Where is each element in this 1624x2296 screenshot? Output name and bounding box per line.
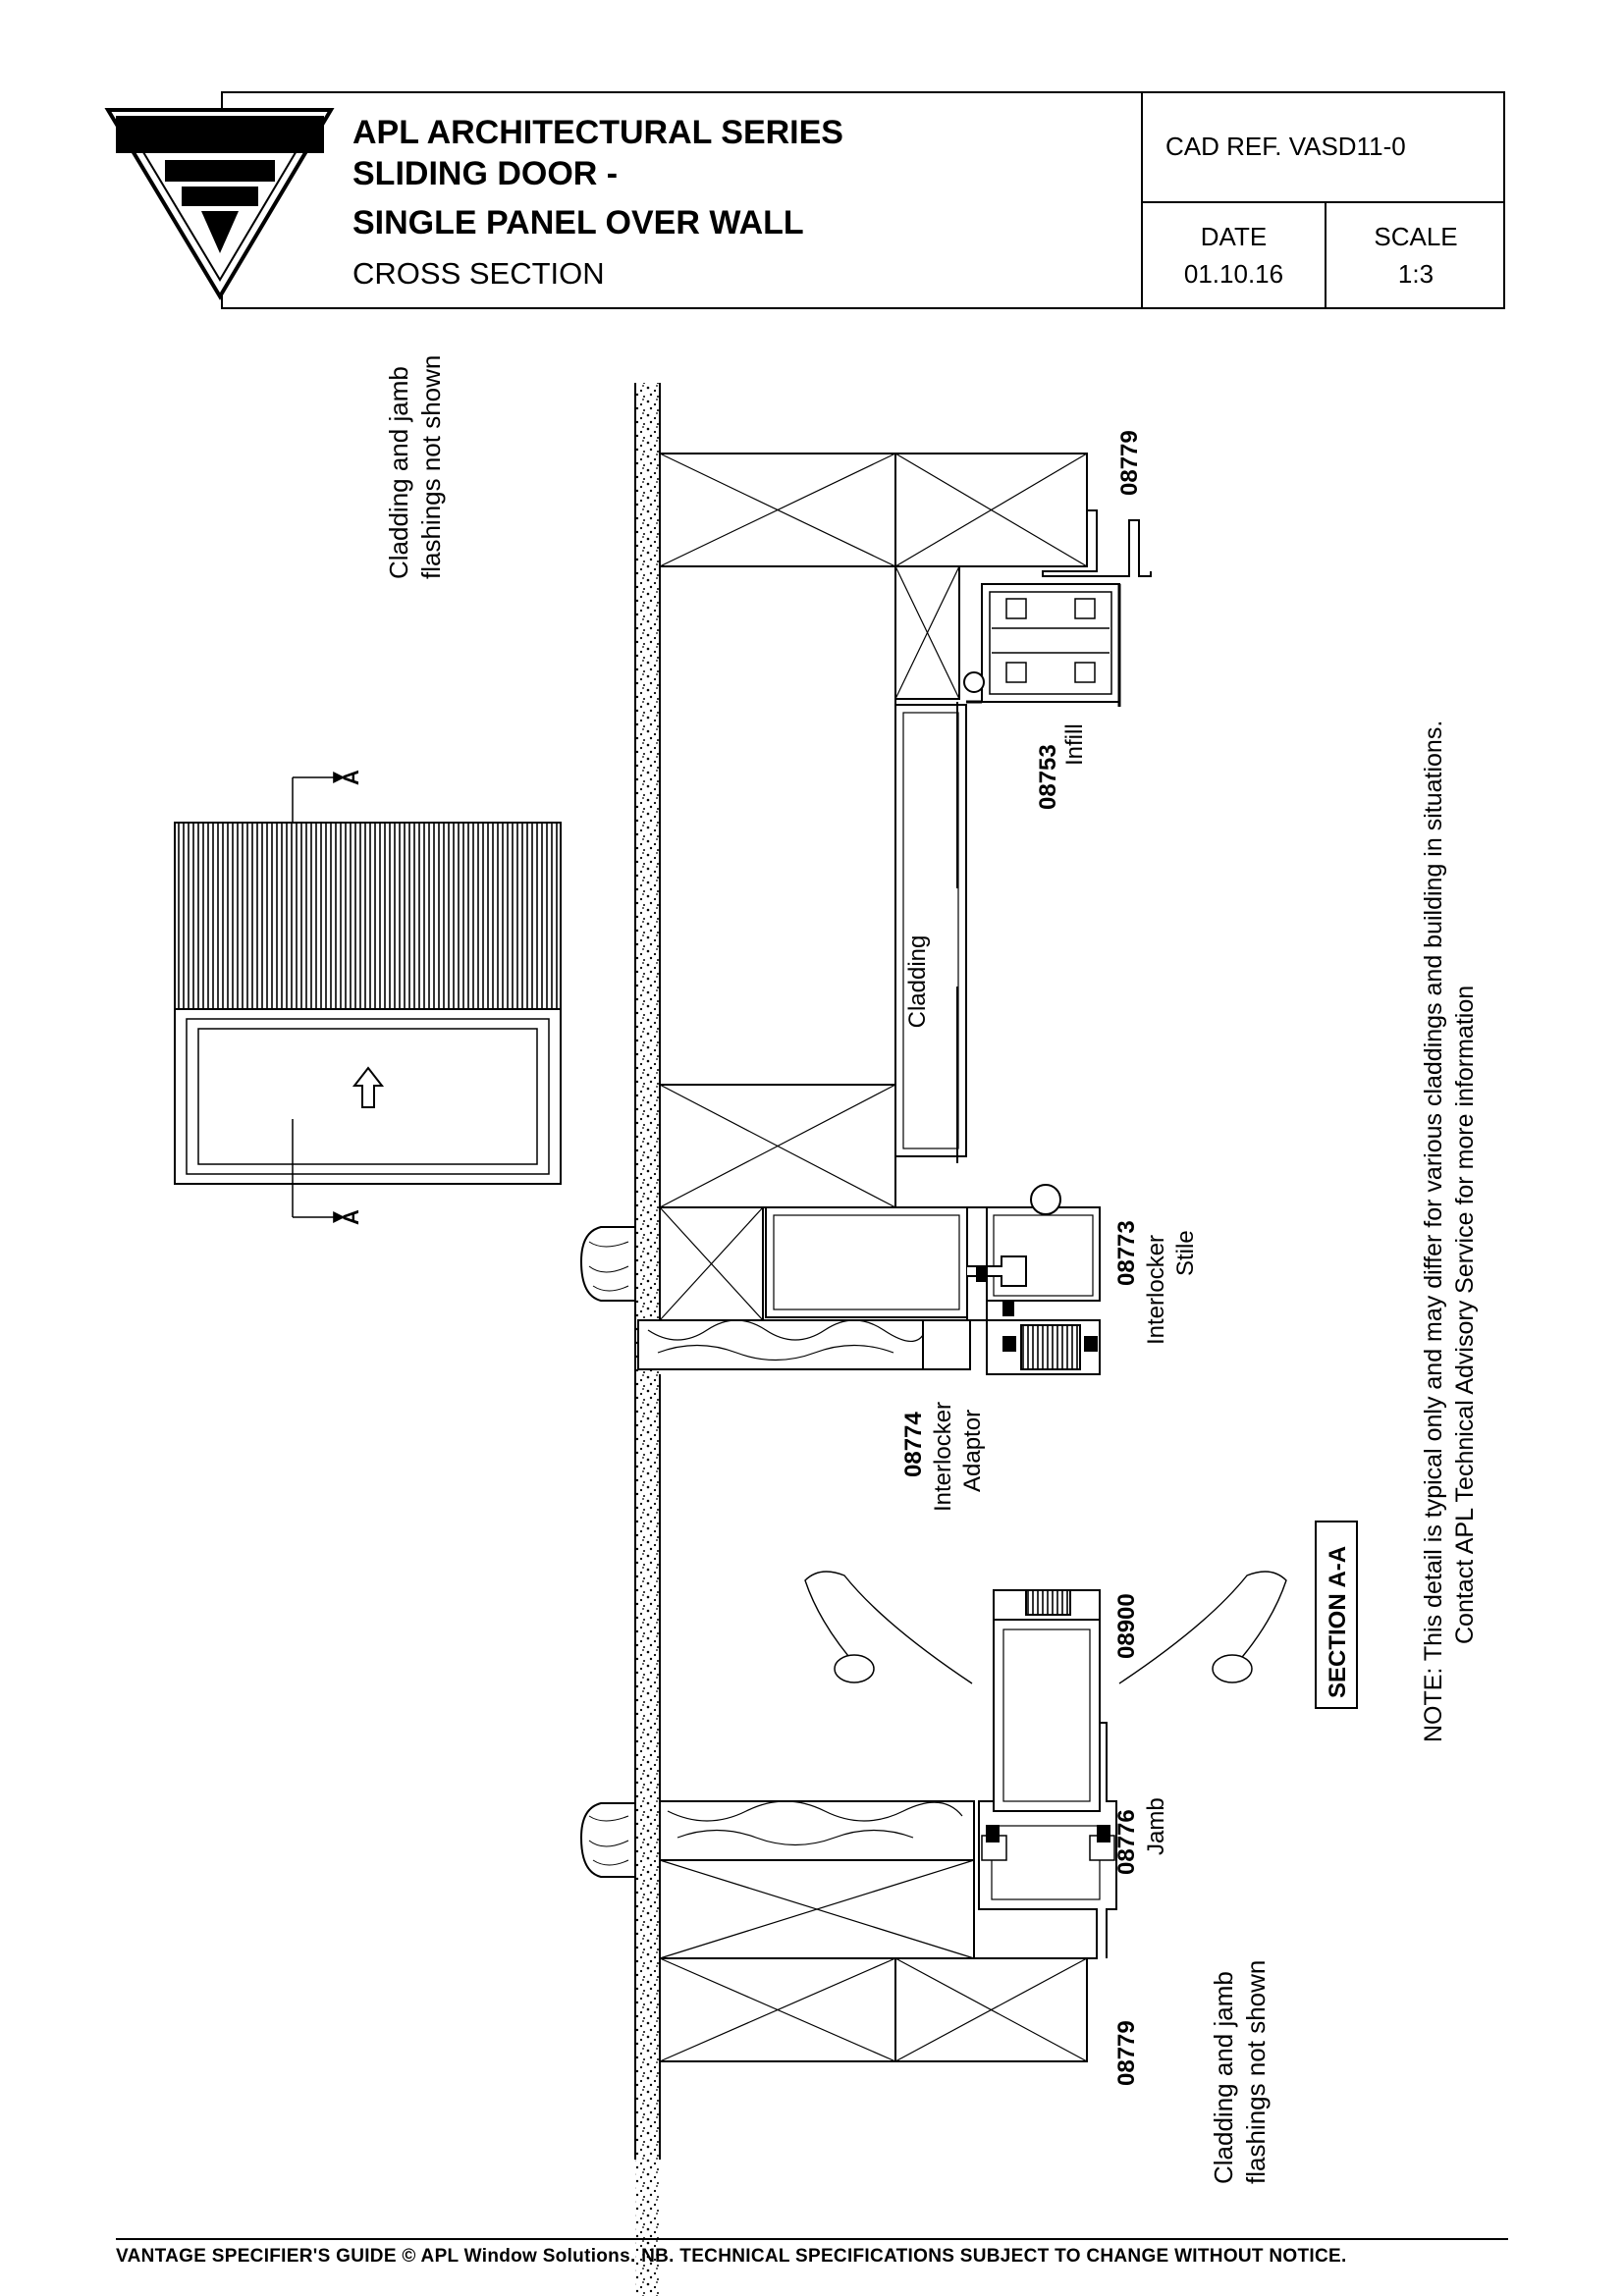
title-line-3: SINGLE PANEL OVER WALL <box>352 204 804 241</box>
title-block-divider <box>1141 93 1143 307</box>
part-08774-desc1: Interlocker <box>930 1402 956 1512</box>
footer-rule <box>116 2238 1508 2240</box>
general-note-line1: NOTE: This detail is typical only and ma… <box>1420 721 1447 1742</box>
title-block: APL ARCHITECTURAL SERIES SLIDING DOOR - … <box>221 91 1505 309</box>
sill-profile <box>579 1184 1101 1375</box>
part-08776: 08776 <box>1113 1809 1140 1875</box>
title-block-divider <box>1141 201 1503 203</box>
logo-line2: DOORS <box>194 188 244 204</box>
lower-note: Cladding and jamb flashings not shown <box>1209 1960 1271 2184</box>
part-08900: 08900 <box>1113 1593 1140 1659</box>
part-08779-jamb: 08779 <box>1113 2020 1140 2086</box>
part-08773-desc1: Interlocker <box>1143 1235 1169 1345</box>
slide-direction-arrow-icon <box>352 1066 385 1108</box>
date-value: 01.10.16 <box>1183 259 1284 289</box>
part-08774: 08774 <box>900 1412 927 1477</box>
cladding-label: Cladding <box>904 935 931 1029</box>
scale-value: 1:3 <box>1397 259 1435 289</box>
part-08776-desc: Jamb <box>1143 1797 1169 1855</box>
section-marker-bottom: A <box>339 1209 363 1225</box>
part-08773-desc2: Stile <box>1172 1230 1199 1276</box>
lower-note-line2: flashings not shown <box>1241 1960 1271 2184</box>
part-08753: 08753 <box>1035 744 1061 810</box>
jamb-profile <box>579 1571 1287 2062</box>
cad-ref-label: CAD REF. <box>1165 132 1282 161</box>
footer-text: VANTAGE SPECIFIER'S GUIDE © APL Window S… <box>116 2246 1347 2267</box>
elevation-key: A A <box>174 770 562 1225</box>
lower-note-line1: Cladding and jamb <box>1209 1971 1238 2184</box>
timber-framing <box>659 453 1088 1208</box>
upper-note-line2: flashings not shown <box>416 355 446 579</box>
section-title-box: SECTION A-A <box>1315 1521 1358 1709</box>
part-08779-head: 08779 <box>1116 430 1143 496</box>
cad-ref: CAD REF. VASD11-0 <box>1165 131 1499 162</box>
upper-note: Cladding and jamb flashings not shown <box>384 355 446 579</box>
head-profile <box>963 509 1152 707</box>
general-note: NOTE: This detail is typical only and ma… <box>1420 721 1479 1742</box>
logo-line1: WINDOWS & <box>176 164 264 181</box>
cladding: Cladding <box>894 702 967 1163</box>
section-marker-top: A <box>339 770 363 785</box>
title-block-divider <box>1325 201 1326 307</box>
part-08753-desc: Infill <box>1061 723 1088 766</box>
general-note-line2: Contact APL Technical Advisory Service f… <box>1451 986 1479 1644</box>
subtitle: CROSS SECTION <box>352 256 605 291</box>
scale-label: SCALE <box>1374 222 1458 251</box>
part-08773: 08773 <box>1113 1220 1140 1286</box>
part-08774-desc2: Adaptor <box>959 1410 986 1492</box>
date-label: DATE <box>1200 222 1268 251</box>
title-line-2: SLIDING DOOR - <box>352 155 619 192</box>
logo-brand: VANTAGE <box>150 120 291 152</box>
title-line-1: APL ARCHITECTURAL SERIES <box>352 114 843 151</box>
vantage-logo: VANTAGE WINDOWS & DOORS <box>104 108 335 300</box>
section-title: SECTION A-A <box>1325 1546 1351 1698</box>
cad-ref-value: VASD11-0 <box>1288 132 1406 161</box>
upper-note-line1: Cladding and jamb <box>384 366 413 579</box>
